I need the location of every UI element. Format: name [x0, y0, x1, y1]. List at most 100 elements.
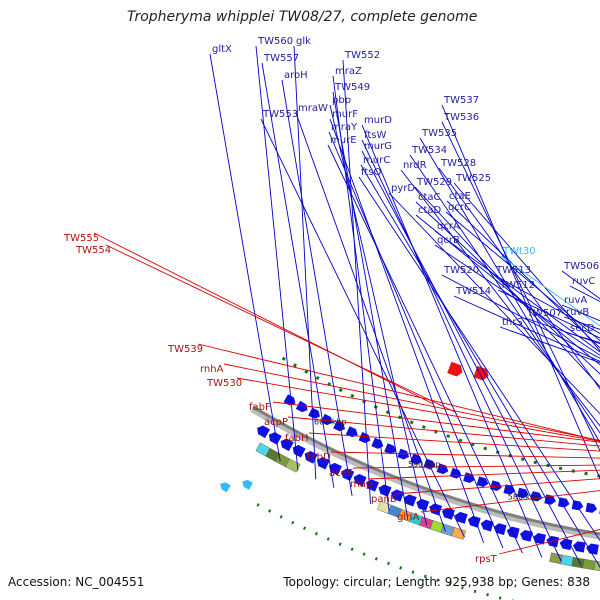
reverse-gene-arrow	[571, 500, 584, 511]
forward-gene-arrow	[559, 538, 573, 551]
gene-label-qcrC: qcrC	[448, 202, 471, 213]
reverse-gene-arrow-shape	[345, 426, 358, 438]
gene-label-line-TW555	[93, 232, 434, 405]
reverse-gene-arrow-shape	[585, 502, 598, 513]
gene-label-line-TW530	[236, 377, 600, 442]
forward-feature-block	[285, 458, 301, 473]
gene-label-line-pyrD	[388, 192, 600, 415]
gene-label-line-TW560	[255, 45, 299, 471]
reverse-gene-arrow	[557, 497, 570, 508]
gene-label-line-TW514	[453, 295, 600, 362]
forward-gene-arrow-shape	[316, 457, 330, 470]
gene-label-thrS: thrS	[502, 317, 523, 328]
gene-label-map: map	[350, 479, 372, 490]
gene-label-line-murG	[361, 150, 582, 566]
gene-label-ftsW: ftsW	[364, 130, 386, 141]
forward-gene-arrow-shape	[493, 523, 507, 535]
gene-label-TW536: TW536	[443, 112, 479, 123]
gene-label-line-TW539	[197, 343, 600, 442]
gene-label-line-qcrA	[434, 230, 600, 353]
gene-label-line-TW529	[414, 186, 600, 388]
forward-gene-arrow	[391, 489, 405, 502]
gene-label-rpsT: rpsT	[475, 554, 498, 565]
forward-gene-arrow-shape	[519, 529, 533, 542]
gene-label-ftsQ: ftsQ	[361, 167, 381, 178]
gene-label-line-mraY	[328, 131, 504, 549]
map-title: Tropheryma whipplei TW08/27, complete ge…	[127, 9, 478, 25]
forward-gene-arrow	[519, 529, 533, 542]
gene-label-TW529: TW529	[416, 177, 452, 188]
forward-gene-arrow	[280, 438, 294, 452]
gene-label-ruvA: ruvA	[564, 295, 587, 306]
gene-label-murE: murE	[330, 135, 357, 146]
gene-label-line-fabH	[308, 432, 600, 452]
gene-label-ctaC: ctaC	[418, 192, 441, 203]
forward-gene-arrow-shape	[454, 511, 468, 524]
gene-label-pyrD: pyrD	[391, 183, 415, 194]
gene-label-secD: secD	[570, 323, 595, 334]
gene-label-TW555: TW555	[63, 233, 99, 244]
reverse-gene-arrow-shape	[410, 453, 423, 465]
trna-arrow-top-shape	[220, 482, 231, 493]
forward-gene-arrow	[480, 519, 494, 532]
gene-label-nrdR: nrdR	[403, 160, 427, 171]
reverse-gene-arrow	[358, 432, 371, 444]
forward-gene-arrow	[429, 503, 443, 516]
gene-label-ctaD: ctaD	[418, 205, 442, 216]
kbp-tick-label: 580 kbp	[508, 493, 541, 502]
reverse-gene-arrow-shape	[308, 407, 320, 419]
forward-gene-arrow	[467, 515, 481, 528]
gene-label-TW539: TW539	[167, 344, 203, 355]
forward-gene-arrow	[533, 532, 546, 545]
genome-summary: Topology: circular; Length: 925,938 bp; …	[283, 575, 590, 589]
forward-gene-arrow-shape	[586, 543, 599, 555]
reverse-gene-arrow-shape	[463, 472, 475, 483]
gene-label-glk: glk	[296, 36, 311, 47]
kbp-tick-label: 600 kbp	[314, 418, 347, 427]
accession-label: Accession: NC_004551	[8, 575, 145, 589]
gene-label-line-map	[367, 469, 600, 480]
gene-label-panB: panB	[371, 494, 397, 505]
gene-label-murD: murD	[364, 115, 392, 126]
forward-gene-arrow	[506, 526, 520, 539]
gene-label-line-aceE	[352, 464, 600, 469]
gene-label-line-murE	[327, 144, 523, 554]
forward-gene-arrow-shape	[280, 438, 294, 452]
gene-label-TW557: TW557	[263, 53, 299, 64]
reverse-gene-arrow	[320, 413, 333, 426]
gene-label-line-mraZ	[332, 75, 390, 512]
trna-arrow-top	[220, 482, 231, 493]
forward-gene-arrow	[454, 511, 468, 524]
forward-gene-arrow-shape	[480, 519, 494, 532]
reverse-gene-arrow-shape	[449, 467, 462, 479]
reverse-gene-arrow	[585, 502, 598, 513]
forward-gene-arrow	[268, 432, 282, 445]
gene-label-TW514: TW514	[455, 286, 491, 297]
gene-label-murF: murF	[332, 109, 358, 120]
forward-gene-arrow-shape	[328, 462, 342, 476]
forward-gene-arrow	[292, 444, 306, 458]
gene-label-TW552: TW552	[344, 50, 380, 61]
reverse-gene-arrow-shape	[320, 413, 333, 426]
gene-label-TW506: TW506	[563, 261, 599, 272]
forward-gene-arrow-shape	[257, 425, 270, 439]
forward-gene-arrow-shape	[403, 494, 417, 507]
gene-label-line-qcrC	[445, 211, 600, 342]
gene-label-TW553: TW553	[262, 109, 298, 120]
gene-label-line-TW535	[419, 137, 600, 444]
backbone-shadow	[250, 405, 600, 540]
forward-gene-arrow	[586, 543, 599, 555]
reverse-gene-arrow-shape	[557, 497, 570, 508]
reverse-gene-arrow	[436, 463, 449, 475]
reverse-gene-arrow-shape	[571, 500, 584, 511]
gene-label-glnA: glnA	[397, 512, 419, 523]
reverse-gene-arrow	[384, 443, 397, 455]
gene-label-line-acpP	[287, 416, 600, 447]
gene-label-TW549: TW549	[334, 82, 370, 93]
reverse-gene-arrow-shape	[358, 432, 371, 444]
gene-label-pbp: pbp	[332, 95, 351, 106]
gene-label-line-nrdR	[400, 169, 600, 427]
gene-label-line-mraW	[295, 112, 446, 532]
gene-label-murG: murG	[364, 141, 392, 152]
